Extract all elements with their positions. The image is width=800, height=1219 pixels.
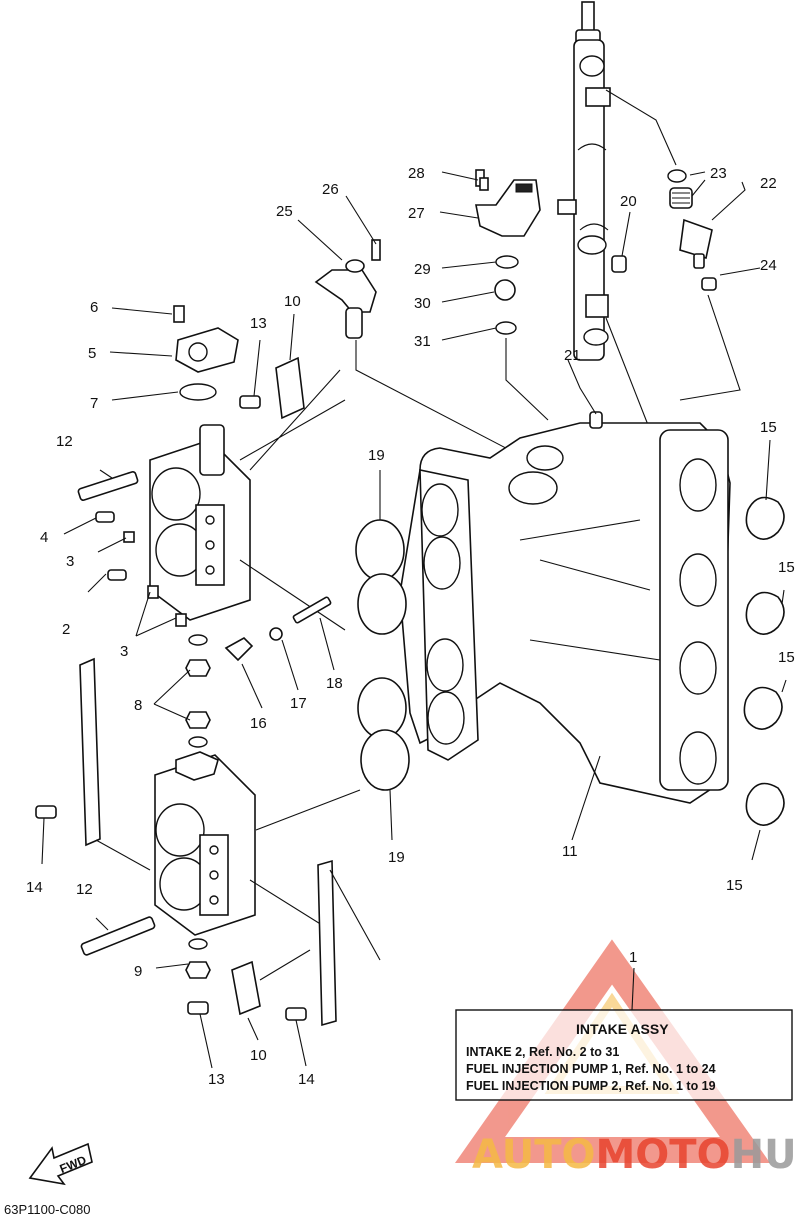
throttle-body-upper xyxy=(149,305,346,631)
callout-12: 12 xyxy=(56,433,73,450)
callout-17: 17 xyxy=(290,695,307,712)
brackets-and-plates xyxy=(79,356,381,1027)
callout-4: 4 xyxy=(40,529,48,546)
callout-13: 13 xyxy=(250,315,267,332)
intake-assy-info-box: INTAKE ASSY INTAKE 2, Ref. No. 2 to 31 F… xyxy=(455,1009,793,1101)
callout-5: 5 xyxy=(88,345,96,362)
callout-19: 19 xyxy=(388,849,405,866)
callout-15: 15 xyxy=(726,877,743,894)
callout-16: 16 xyxy=(250,715,267,732)
fuel-injector xyxy=(667,169,761,401)
callout-9: 9 xyxy=(134,963,142,980)
callout-15: 15 xyxy=(760,419,777,436)
callout-18: 18 xyxy=(326,675,343,692)
callout-6: 6 xyxy=(90,299,98,316)
callout-21: 21 xyxy=(564,347,581,364)
callout-31: 31 xyxy=(414,333,431,350)
info-box-line-1: INTAKE 2, Ref. No. 2 to 31 xyxy=(466,1045,619,1059)
svg-text:AUTOMOTOHUB: AUTOMOTOHUB xyxy=(472,1132,800,1178)
info-box-line-2: FUEL INJECTION PUMP 1, Ref. No. 1 to 24 xyxy=(466,1062,716,1076)
callout-27: 27 xyxy=(408,205,425,222)
throttle-body-lower xyxy=(154,751,361,936)
callout-29: 29 xyxy=(414,261,431,278)
bolts-screws-nuts xyxy=(35,177,627,1021)
callout-10: 10 xyxy=(284,293,301,310)
callout-7: 7 xyxy=(90,395,98,412)
callout-1: 1 xyxy=(629,949,637,966)
callout-25: 25 xyxy=(276,203,293,220)
throttle-position-sensor-25 xyxy=(314,239,549,471)
callout-19: 19 xyxy=(368,447,385,464)
callout-24: 24 xyxy=(760,257,777,274)
callout-numbers: 1 2 3 3 4 5 6 7 8 9 10 10 11 12 12 13 13… xyxy=(26,165,795,1088)
info-box-line-3: FUEL INJECTION PUMP 2, Ref. No. 1 to 19 xyxy=(466,1079,716,1093)
manifold-gaskets xyxy=(743,439,787,861)
callout-28: 28 xyxy=(408,165,425,182)
callout-15: 15 xyxy=(778,649,795,666)
info-box-title: INTAKE ASSY xyxy=(576,1021,669,1037)
callout-12: 12 xyxy=(76,881,93,898)
callout-14: 14 xyxy=(298,1071,315,1088)
callout-3: 3 xyxy=(66,553,74,570)
callout-30: 30 xyxy=(414,295,431,312)
callout-2: 2 xyxy=(62,621,70,638)
callout-22: 22 xyxy=(760,175,777,192)
drawing-code: 63P1100-C080 xyxy=(4,1202,91,1217)
callout-26: 26 xyxy=(322,181,339,198)
forward-direction-arrow: FWD xyxy=(28,1142,93,1186)
callout-11: 11 xyxy=(562,843,578,860)
callout-10: 10 xyxy=(250,1047,267,1064)
callout-leaders xyxy=(41,171,635,1069)
fuel-rail xyxy=(557,1,677,431)
intake-pressure-sensor xyxy=(475,169,549,421)
watermark-moto: MOTO xyxy=(596,1132,731,1178)
callout-23: 23 xyxy=(710,165,727,182)
callout-14: 14 xyxy=(26,879,43,896)
callout-13: 13 xyxy=(208,1071,225,1088)
throttle-seals xyxy=(355,470,410,841)
intake-manifold xyxy=(399,359,731,804)
callout-15: 15 xyxy=(778,559,795,576)
callout-3: 3 xyxy=(120,643,128,660)
callout-20: 20 xyxy=(620,193,637,210)
watermark-hub: HUB xyxy=(731,1132,800,1178)
callout-8: 8 xyxy=(134,697,142,714)
watermark-auto: AUTO xyxy=(472,1132,596,1178)
automotohub-watermark-text: AUTOMOTOHUB xyxy=(472,1132,800,1178)
